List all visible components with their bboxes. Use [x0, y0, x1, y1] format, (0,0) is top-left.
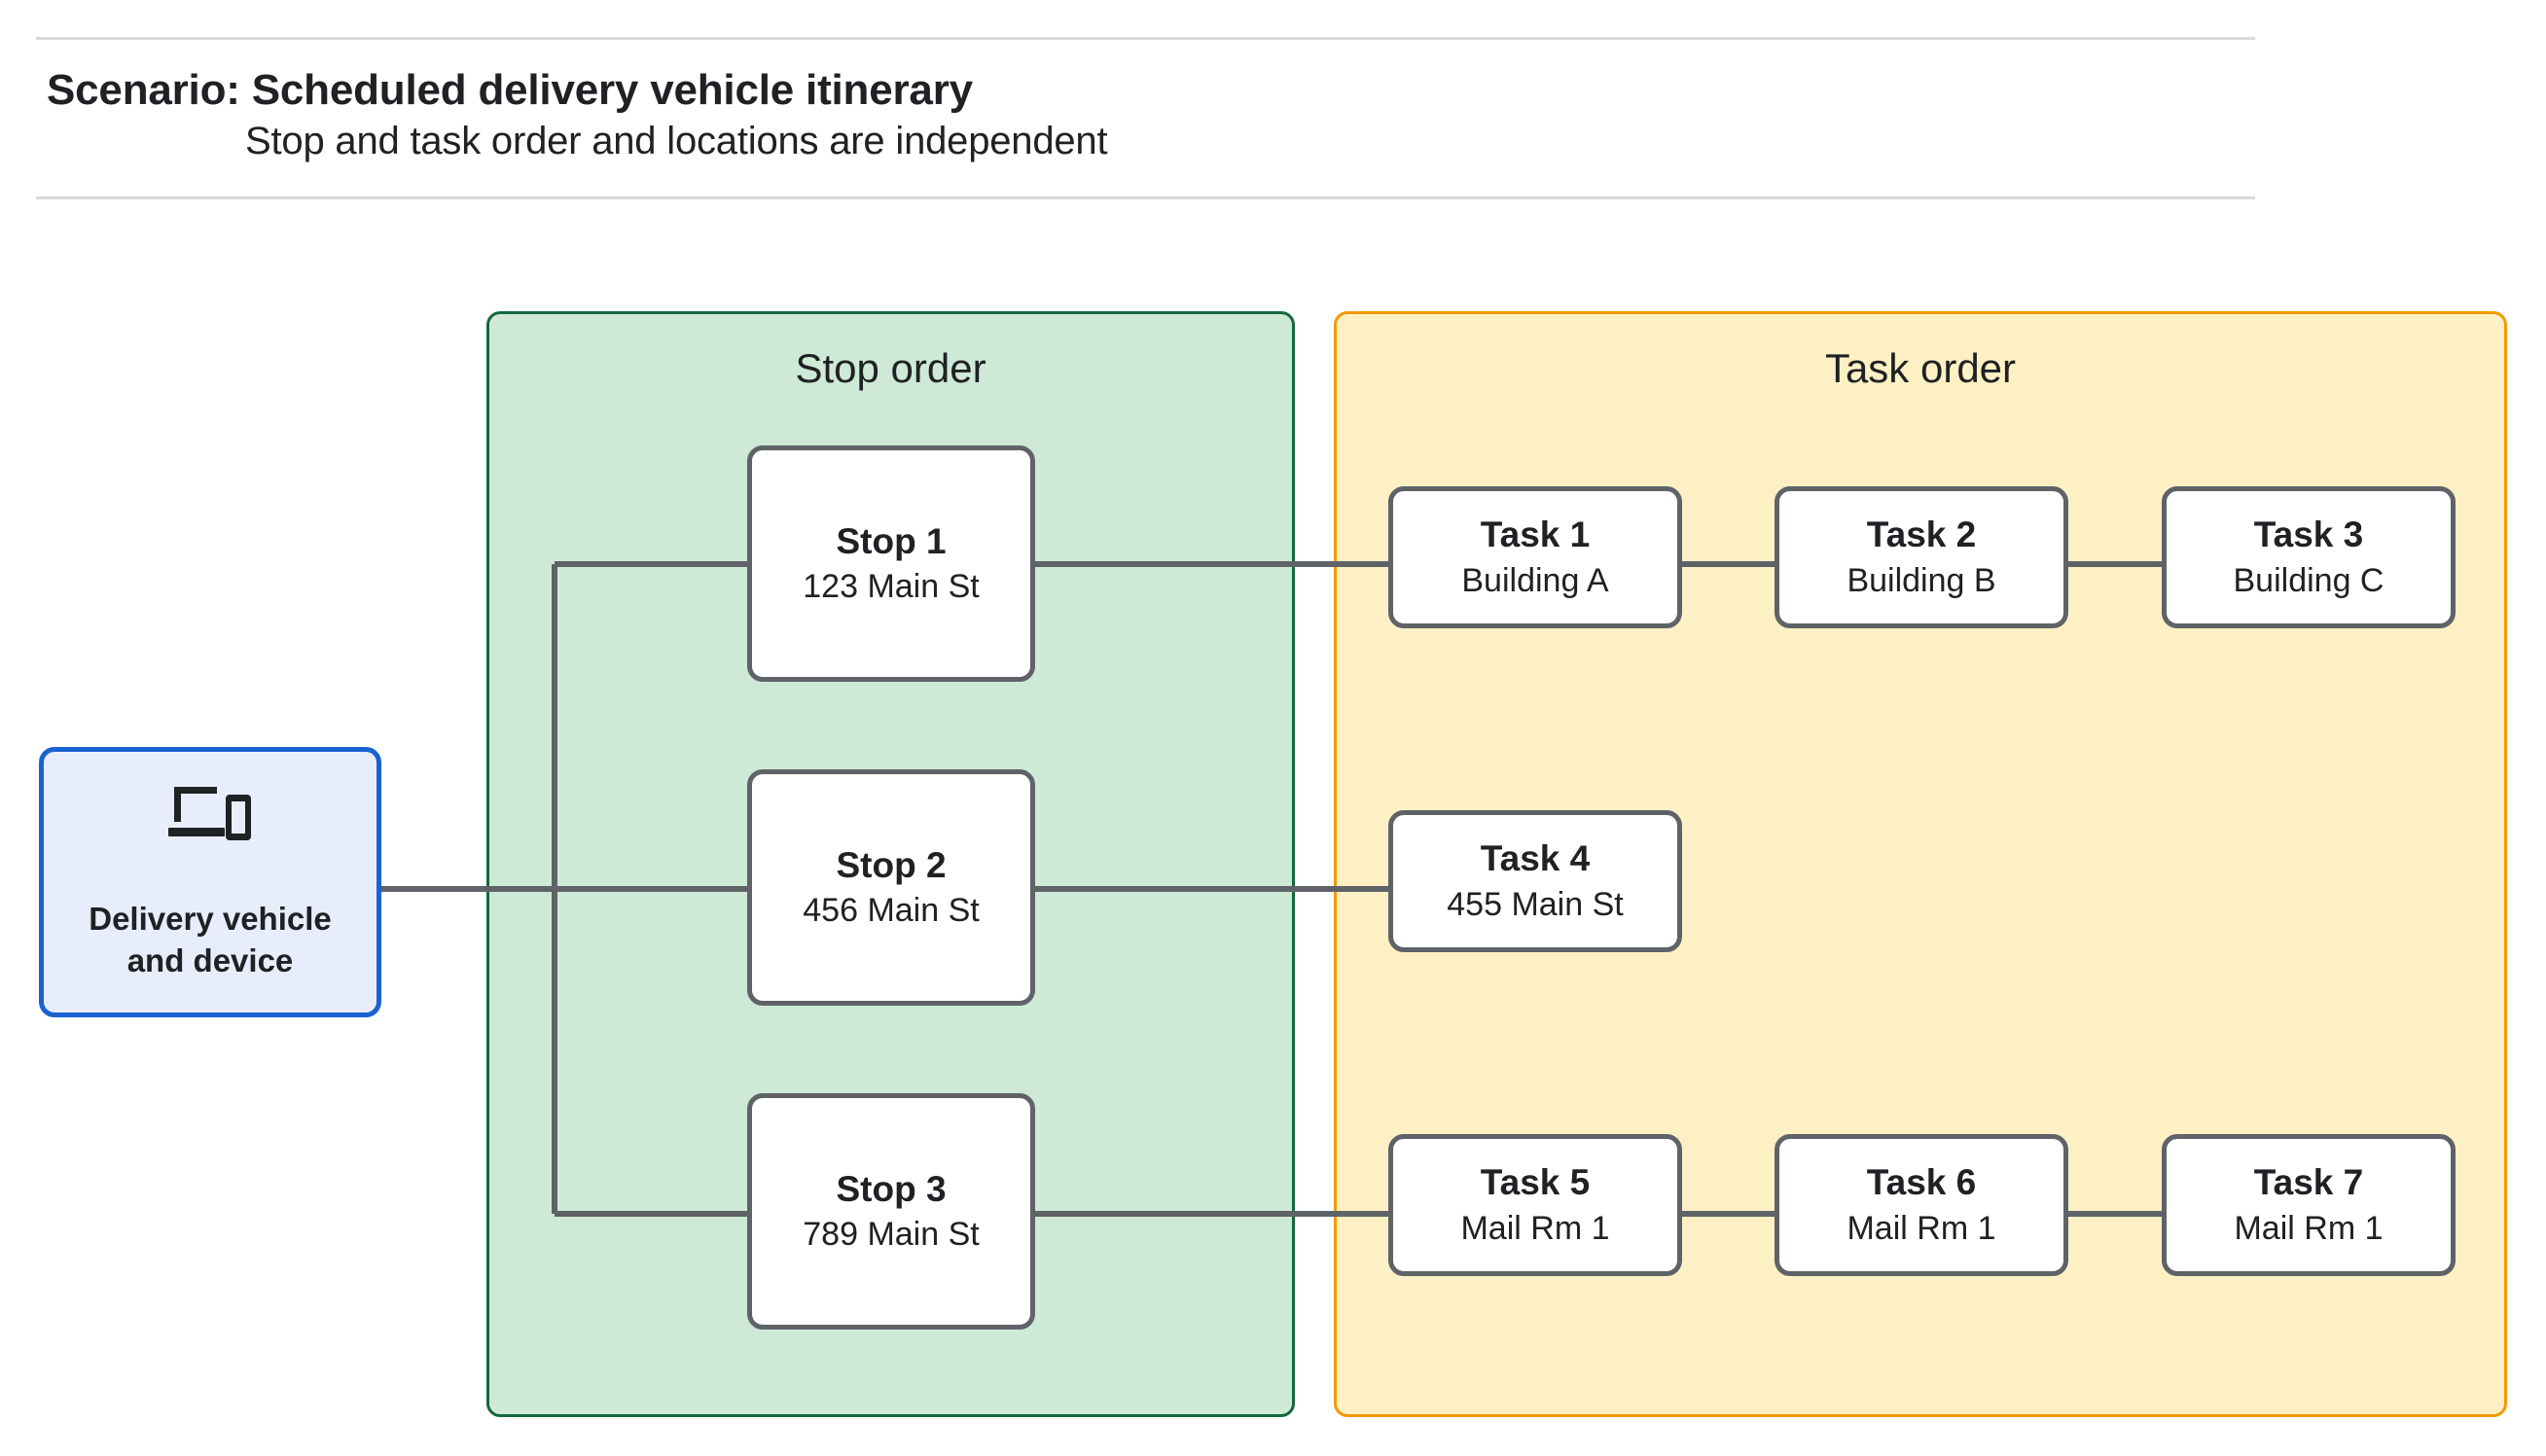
page-subtitle: Stop and task order and locations are in… — [245, 120, 1108, 162]
delivery-vehicle-node[interactable]: Delivery vehicle and device — [39, 747, 381, 1017]
task-card-4-location: 455 Main St — [1447, 885, 1624, 923]
stop-card-1-location: 123 Main St — [803, 568, 980, 606]
task-card-1-location: Building A — [1461, 561, 1609, 599]
stop-card-3-title: Stop 3 — [836, 1168, 947, 1209]
task-card-6[interactable]: Task 6 Mail Rm 1 — [1775, 1134, 2068, 1276]
stop-order-title: Stop order — [795, 345, 986, 391]
delivery-vehicle-label: Delivery vehicle and device — [89, 901, 332, 978]
stop-card-3[interactable]: Stop 3 789 Main St — [747, 1093, 1035, 1330]
task-card-4-title: Task 4 — [1480, 838, 1591, 879]
task-card-3[interactable]: Task 3 Building C — [2162, 486, 2456, 628]
header-divider-bottom — [36, 196, 2255, 199]
page-title: Scenario: Scheduled delivery vehicle iti… — [47, 66, 973, 114]
task-card-2-location: Building B — [1847, 561, 1996, 599]
task-card-1-title: Task 1 — [1480, 515, 1591, 555]
task-card-6-location: Mail Rm 1 — [1847, 1209, 1996, 1247]
task-card-7[interactable]: Task 7 Mail Rm 1 — [2162, 1134, 2456, 1276]
task-card-5[interactable]: Task 5 Mail Rm 1 — [1388, 1134, 1682, 1276]
header-divider-top — [36, 37, 2255, 40]
task-card-5-title: Task 5 — [1480, 1162, 1591, 1203]
stop-card-2-location: 456 Main St — [803, 892, 980, 930]
task-card-3-location: Building C — [2233, 561, 2385, 599]
task-card-3-title: Task 3 — [2253, 515, 2364, 555]
stop-card-3-location: 789 Main St — [803, 1216, 980, 1254]
stop-card-2-title: Stop 2 — [836, 844, 947, 885]
task-card-7-title: Task 7 — [2253, 1162, 2364, 1203]
devices-icon — [168, 783, 252, 848]
task-card-4[interactable]: Task 4 455 Main St — [1388, 810, 1682, 952]
task-card-7-location: Mail Rm 1 — [2234, 1209, 2384, 1247]
task-card-6-title: Task 6 — [1866, 1162, 1977, 1203]
task-order-title: Task order — [1824, 345, 2017, 391]
stop-card-2[interactable]: Stop 2 456 Main St — [747, 769, 1035, 1006]
stop-card-1[interactable]: Stop 1 123 Main St — [747, 445, 1035, 682]
task-card-2-title: Task 2 — [1866, 515, 1977, 555]
stop-card-1-title: Stop 1 — [836, 520, 947, 561]
task-card-2[interactable]: Task 2 Building B — [1775, 486, 2068, 628]
task-card-5-location: Mail Rm 1 — [1460, 1209, 1610, 1247]
task-card-1[interactable]: Task 1 Building A — [1388, 486, 1682, 628]
